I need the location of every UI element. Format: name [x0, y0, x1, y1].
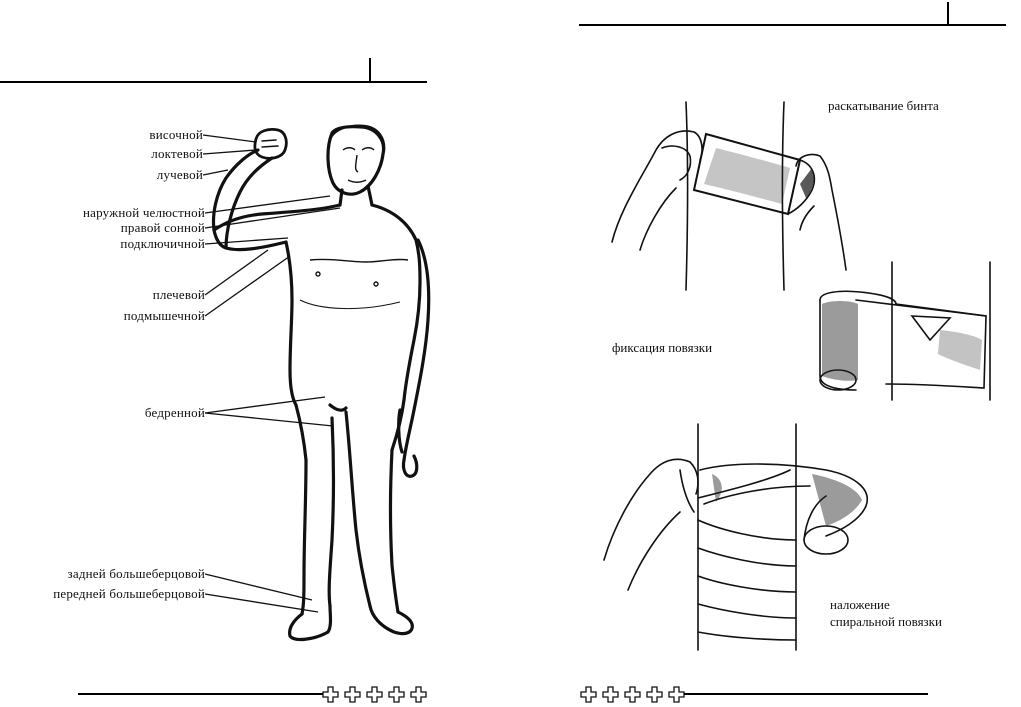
label-subclavian-artery: подключичной	[120, 236, 205, 251]
label-facial-artery: наружной челюстной	[82, 205, 205, 220]
label-brachial-artery: плечевой	[152, 287, 205, 302]
caption-application-line1: наложение	[830, 597, 890, 612]
caption-unrolling: раскатывание бинта	[828, 98, 939, 113]
left-header-rule	[0, 81, 427, 83]
label-carotid-artery: правой сонной	[120, 220, 205, 235]
label-femoral-artery: бедренной	[144, 405, 205, 420]
caption-fixation: фиксация повязки	[612, 340, 713, 355]
right-footer-rule	[684, 693, 928, 695]
left-header-tick	[369, 58, 371, 83]
label-ulnar-artery: локтевой	[151, 146, 203, 161]
left-footer-rule	[78, 693, 324, 695]
right-header-rule	[579, 24, 1006, 26]
label-radial-artery: лучевой	[156, 167, 203, 182]
right-header-tick	[947, 2, 949, 26]
right-footer-crosses	[580, 686, 685, 703]
left-footer-crosses	[322, 686, 427, 703]
caption-application-line2: спиральной повязки	[830, 614, 942, 629]
label-anterior-tibial-artery: передней большеберцовой	[53, 586, 205, 601]
label-axillary-artery: подмышечной	[123, 308, 205, 323]
label-posterior-tibial-artery: задней большеберцовой	[67, 566, 205, 581]
label-temporal-artery: височной	[149, 127, 203, 142]
